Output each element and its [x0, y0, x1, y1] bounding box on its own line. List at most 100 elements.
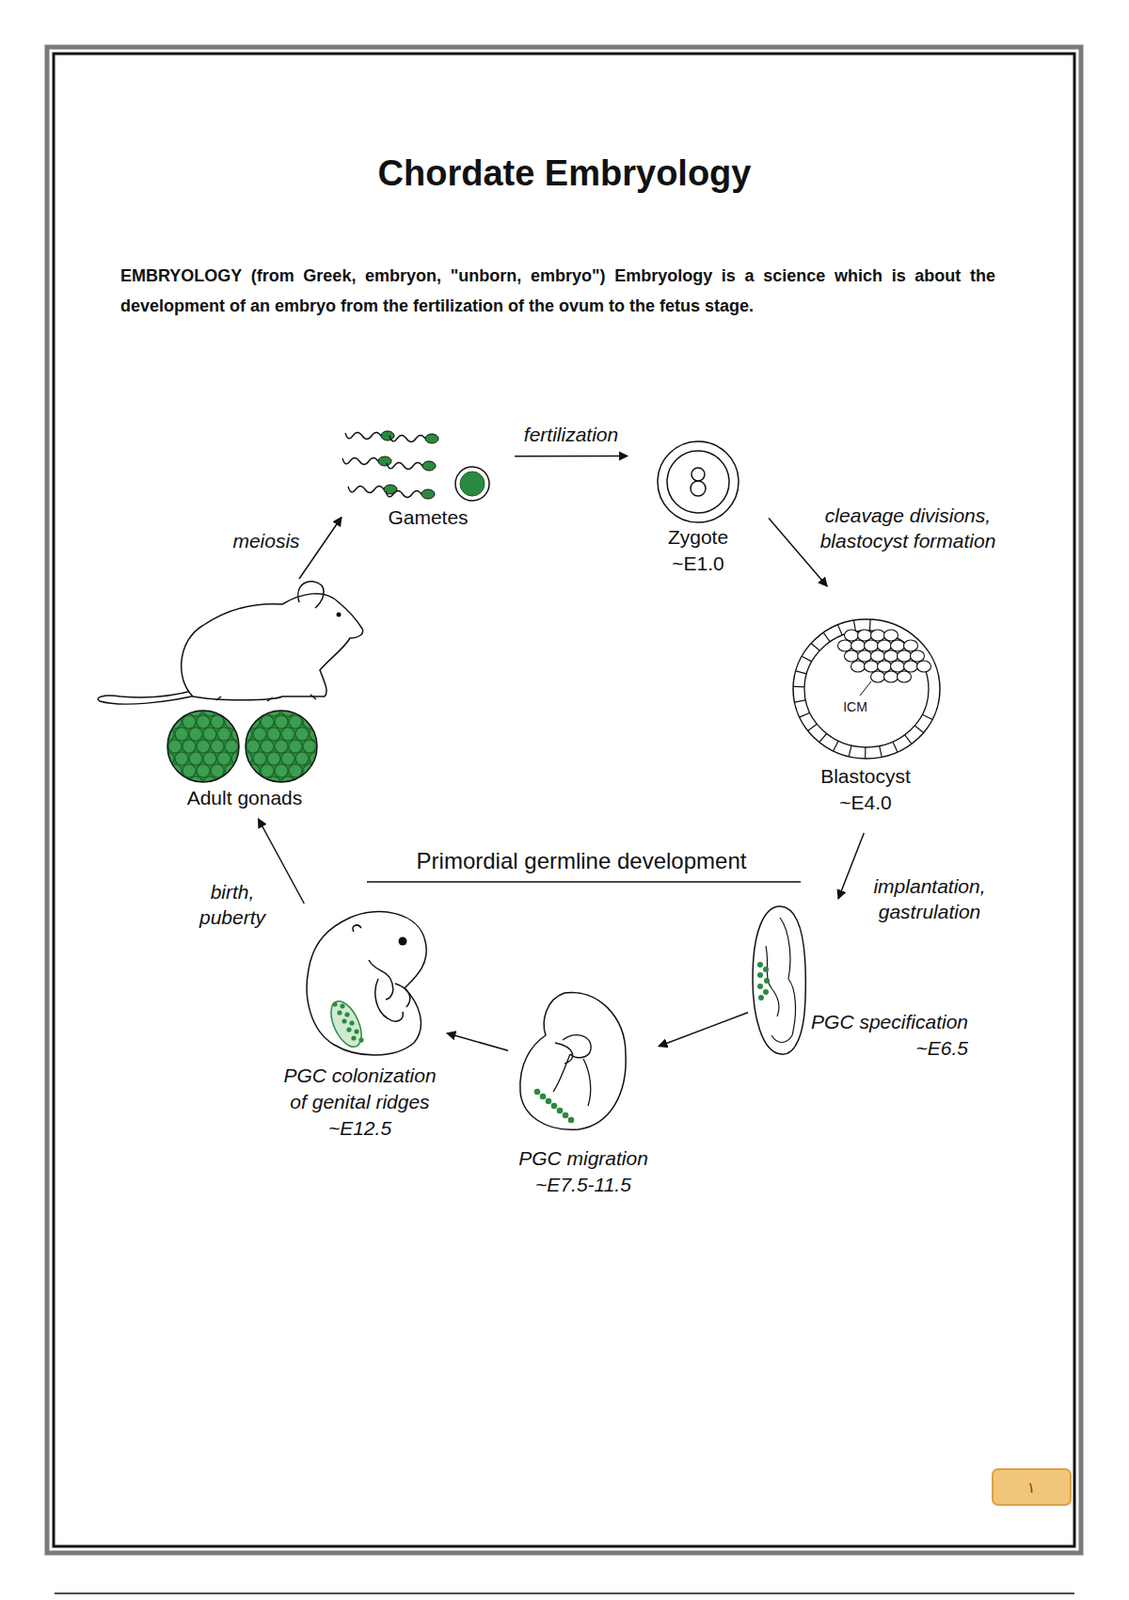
gonad-cell — [309, 702, 323, 716]
gonad-cell — [174, 702, 189, 716]
cell-wall — [833, 740, 839, 751]
pgc-dot — [349, 1019, 354, 1025]
migrating-pgcs — [534, 1088, 575, 1124]
gonad-cell — [253, 702, 267, 716]
gonad-cell — [224, 739, 239, 753]
gonad-cell — [245, 702, 259, 716]
colonizing-pgcs — [332, 1001, 364, 1042]
icm-cell — [851, 660, 866, 672]
stage-node: Gametes — [341, 413, 515, 533]
cell-wall — [819, 732, 827, 742]
cell-wall — [808, 723, 818, 731]
gonad-cell — [260, 715, 274, 729]
stage-time: ~E6.5 — [916, 1034, 974, 1062]
page-title: Chordate Embryology — [378, 153, 752, 194]
page-number: ١ — [1027, 1478, 1036, 1496]
heading-rule — [366, 880, 801, 883]
gonad-cell — [253, 727, 267, 741]
mouse-body — [181, 593, 364, 700]
egg-cytoplasm — [460, 471, 485, 496]
pronucleus — [691, 467, 705, 481]
icm-cell — [890, 639, 906, 652]
gonad-cell — [323, 727, 337, 741]
pgc-dot — [551, 1102, 558, 1110]
pgc-dot — [339, 1002, 345, 1008]
gonad-cell — [232, 739, 246, 753]
gonad-cell — [232, 763, 246, 778]
pgc-dot — [562, 1112, 570, 1119]
gonad-cell — [217, 727, 231, 741]
gonad-cell — [288, 715, 303, 729]
gonad-cell — [210, 715, 224, 729]
pgc-dot — [763, 966, 769, 972]
pgc-dot — [353, 1028, 359, 1034]
icm-cell — [858, 650, 873, 662]
edge-label: implantation, gastrulation — [857, 873, 1002, 924]
pgc-dot — [358, 1036, 364, 1042]
gonad-cell — [260, 763, 274, 778]
cell-wall — [879, 746, 882, 758]
gonad-cell — [281, 751, 295, 765]
icm-cell — [858, 629, 873, 641]
cell-wall — [793, 685, 805, 688]
stage-node: PGC colonization of genital ridges~E12.5 — [272, 903, 447, 1144]
blastocyst-outer — [793, 619, 940, 759]
gonad-cell — [295, 702, 309, 716]
gonad-cell — [238, 751, 253, 765]
gonad-cell — [260, 739, 274, 753]
arrow-connector — [514, 455, 628, 458]
icm-cell — [864, 639, 879, 652]
gonad-cell — [154, 715, 168, 729]
gonad-cell — [168, 739, 182, 753]
gonad-cell — [309, 751, 323, 765]
cell-wall — [869, 619, 872, 631]
icm-cell — [884, 629, 899, 641]
gonad-cell — [274, 739, 288, 753]
gonad-cell — [238, 763, 253, 778]
sperm-head — [422, 461, 436, 471]
gonad-cell — [317, 715, 331, 729]
stage-name: Adult gonads — [187, 784, 303, 811]
arrow-connector — [299, 516, 342, 579]
pgc-dot — [545, 1097, 553, 1105]
pgc-dot — [757, 961, 764, 968]
gonad-cell — [231, 751, 245, 765]
cell-wall — [801, 655, 812, 662]
mouse-ear — [298, 581, 324, 608]
sperm-tail — [385, 491, 422, 498]
gonad-cell — [160, 751, 175, 765]
sperm-head — [378, 456, 392, 466]
embryo-detail — [765, 917, 796, 1043]
icm-cell — [884, 670, 899, 683]
pgc-dot — [757, 983, 764, 989]
sperm-tail — [386, 462, 423, 470]
gonad-cell — [203, 702, 217, 716]
cell-wall — [848, 745, 852, 757]
gonad-cell — [323, 702, 337, 716]
gonad-cell — [160, 727, 175, 741]
icm-cell — [890, 660, 906, 672]
sperm-tail — [342, 458, 379, 465]
gonad-cell — [323, 776, 337, 790]
icm-cell — [917, 660, 932, 672]
pronucleus — [690, 480, 706, 496]
pgc-dot — [344, 1011, 350, 1017]
icm-cell — [838, 639, 853, 652]
gonad-cell — [267, 751, 281, 765]
pgc-dot — [350, 1034, 356, 1040]
cell-wall — [823, 632, 830, 642]
gonad-cell — [189, 702, 203, 716]
gonad-cell — [281, 727, 295, 741]
icm-cell — [844, 650, 859, 662]
inner-cell-mass — [838, 629, 932, 683]
pgc-dot — [540, 1093, 547, 1100]
gonad-cell — [302, 715, 317, 729]
gonad-cell — [174, 751, 189, 765]
stage-node: Zygote~E1.0 — [627, 437, 769, 579]
icm-cell — [897, 670, 912, 683]
cell-wall — [892, 741, 898, 752]
gonad — [245, 710, 318, 782]
gonad-cell — [174, 776, 189, 790]
gonad-cell — [309, 727, 323, 741]
